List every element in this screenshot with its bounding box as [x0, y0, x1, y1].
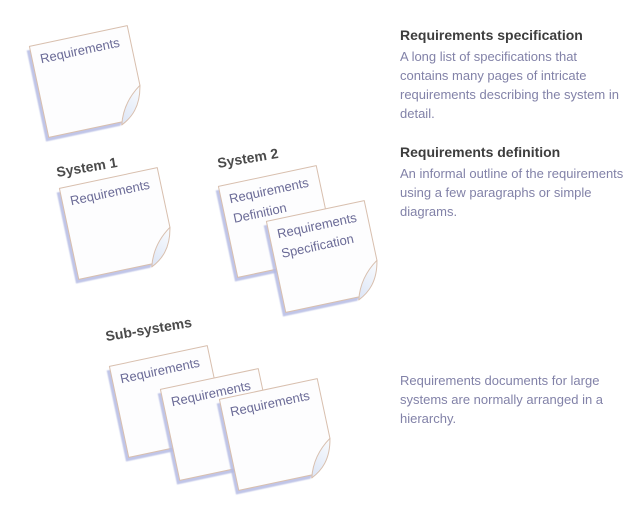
annotation-title: Requirements specification	[400, 27, 583, 43]
label-sub-systems: Sub-systems	[104, 313, 193, 345]
folded-corner-icon	[151, 226, 171, 268]
note-subsystem-requirements-3: Requirements	[216, 378, 336, 495]
folded-corner-icon	[358, 259, 378, 301]
note-shape	[263, 200, 378, 317]
note-shape	[26, 25, 141, 142]
folded-corner-icon	[121, 84, 141, 126]
annotation-body: Requirements documents for large systems…	[400, 373, 604, 426]
note-overall-requirements: Requirements	[26, 25, 146, 142]
note-shape	[216, 378, 331, 495]
folded-corner-icon	[311, 437, 331, 479]
annotation-requirements-specification: Requirements specification A long list o…	[400, 26, 640, 123]
annotation-title: Requirements definition	[400, 144, 561, 160]
annotation-hierarchy-note: Requirements documents for large systems…	[400, 371, 640, 428]
note-system1-requirements: Requirements	[56, 167, 176, 284]
note-system2-requirements-specification: Requirements Specification	[263, 200, 383, 317]
note-shape	[56, 167, 171, 284]
annotation-body: An informal outline of the requirements …	[400, 166, 624, 219]
annotation-body: A long list of specifications that conta…	[400, 49, 619, 121]
label-system-2: System 2	[216, 145, 280, 171]
annotation-requirements-definition: Requirements definition An informal outl…	[400, 143, 640, 221]
